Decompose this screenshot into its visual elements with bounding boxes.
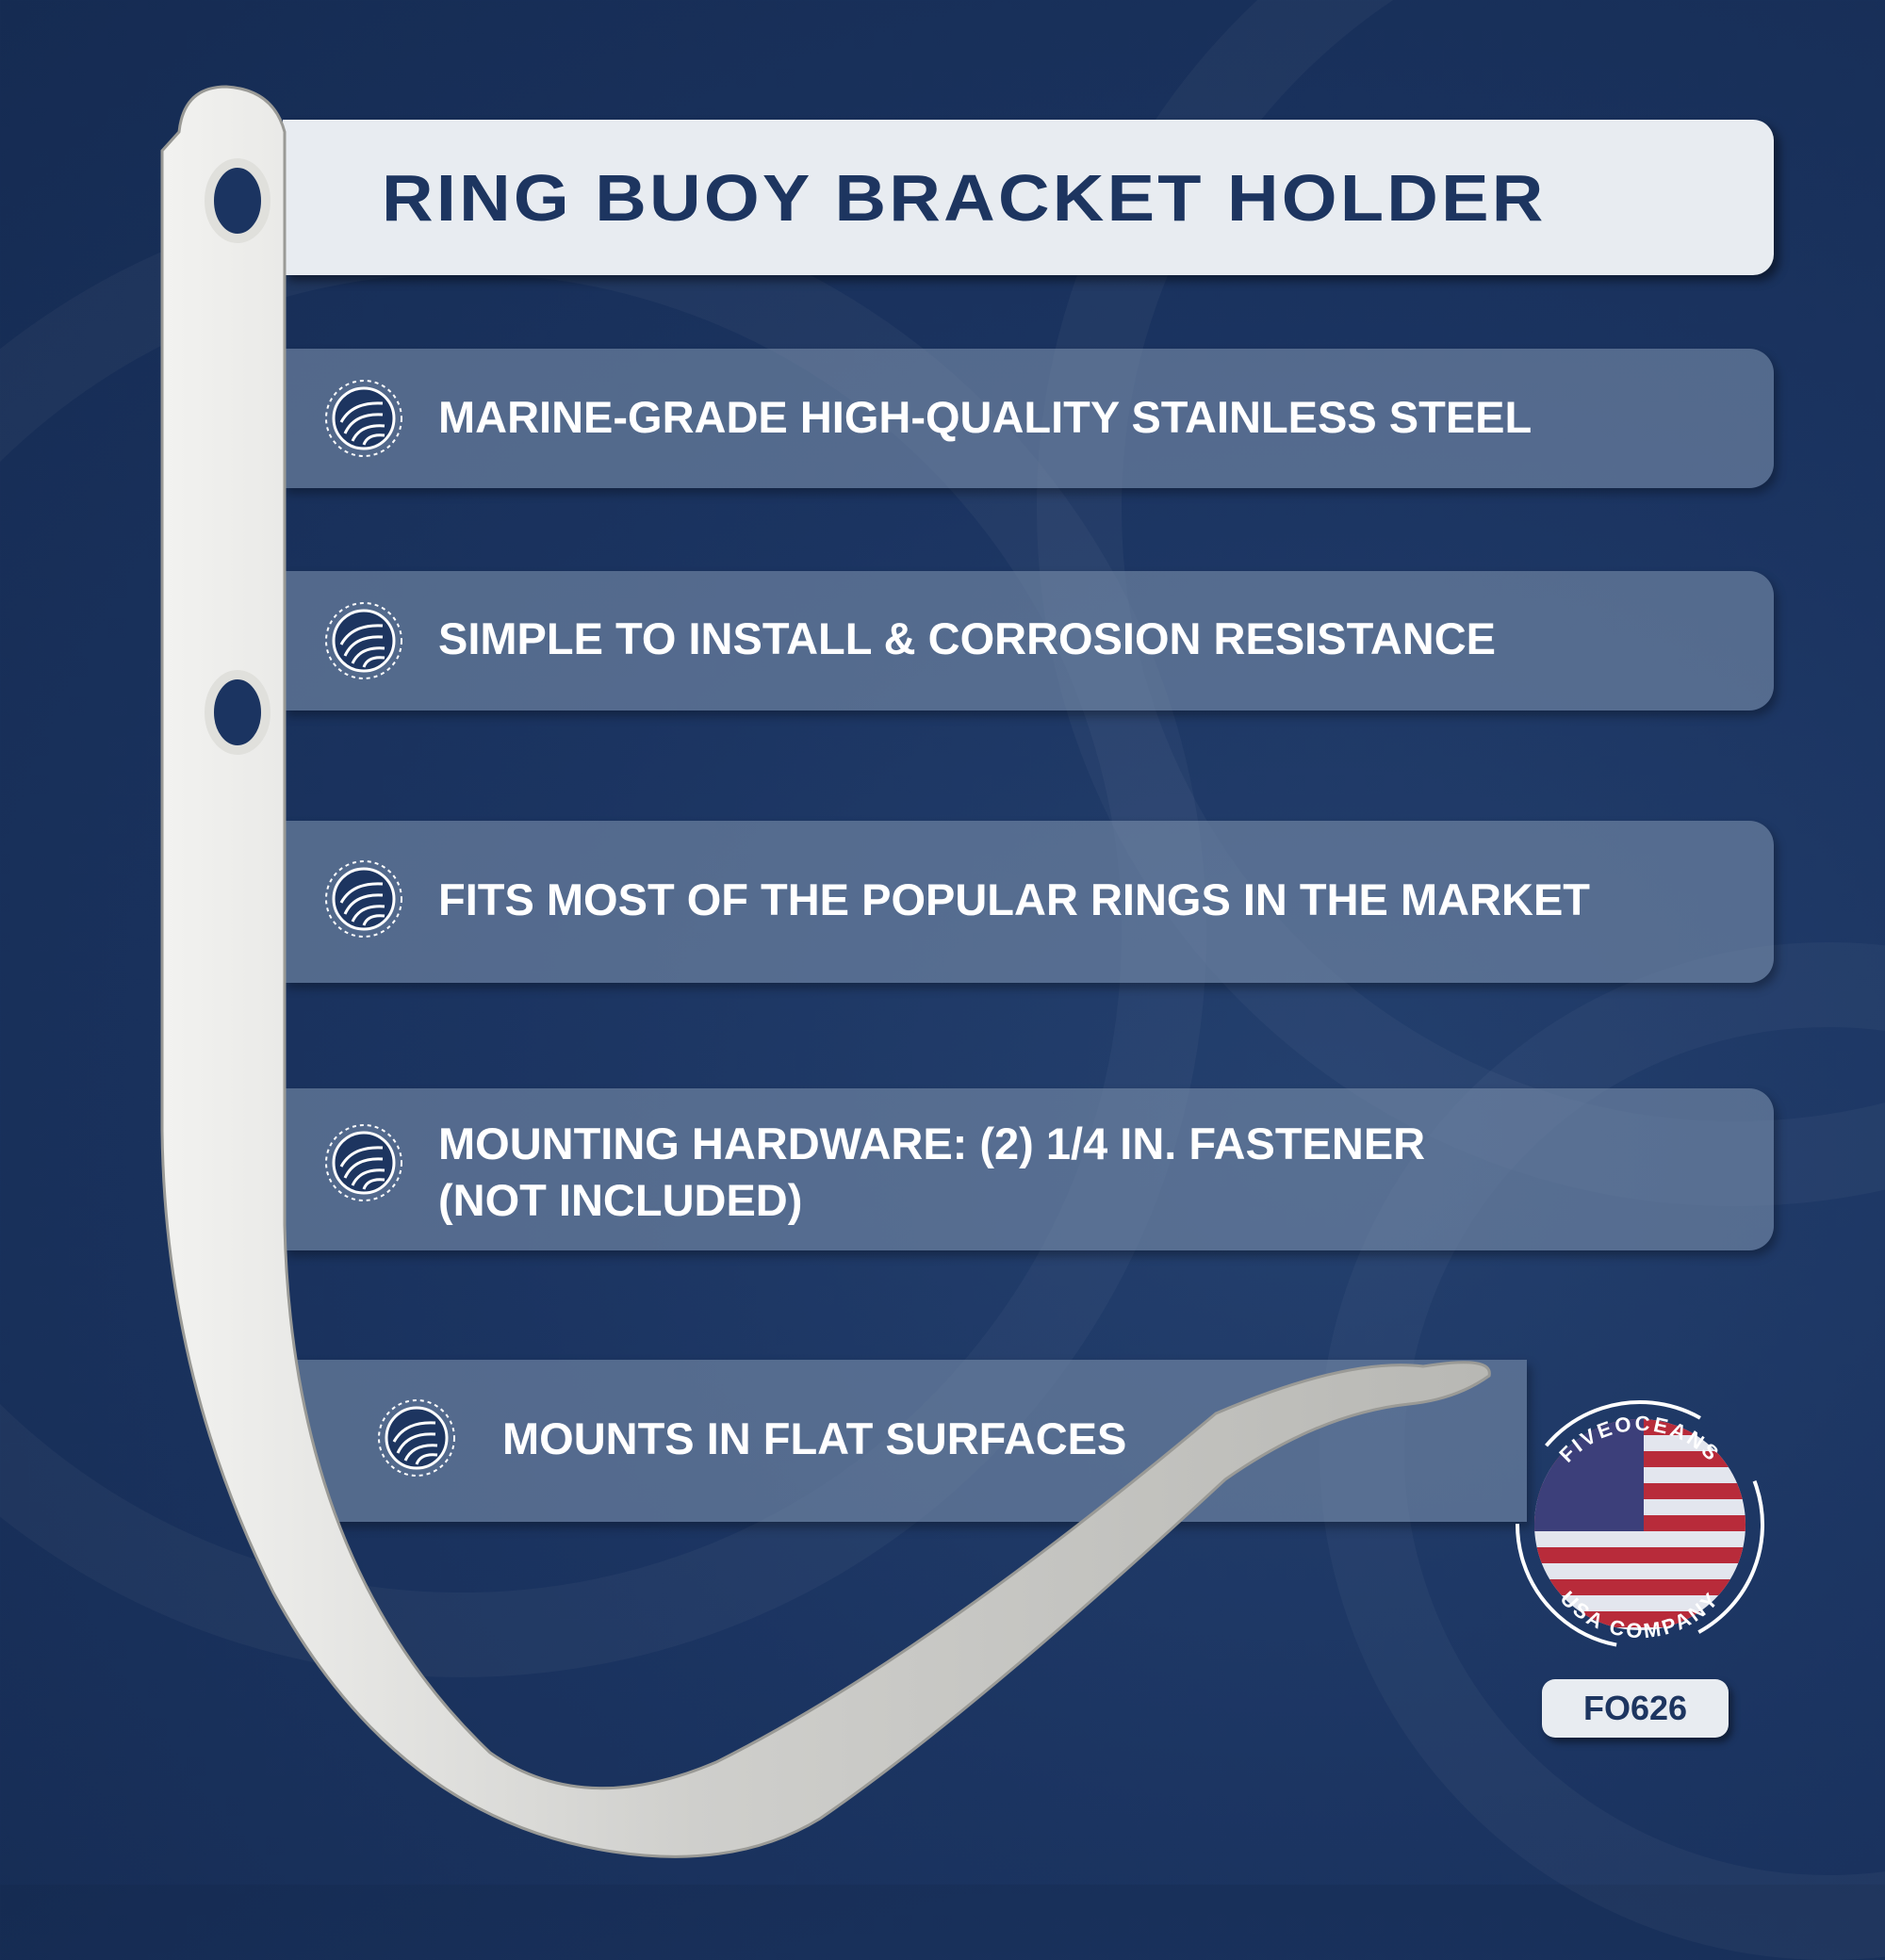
usa-company-badge: FIVEOCEANS USA COMPANY (1516, 1400, 1764, 1649)
product-code-badge: FO626 (1542, 1679, 1729, 1738)
wave-logo-icon (325, 860, 402, 938)
feature-label-4-line2: (NOT INCLUDED) (438, 1175, 803, 1225)
wave-logo-icon (378, 1399, 455, 1477)
wave-logo-icon (325, 602, 402, 679)
feature-label-4-line1: MOUNTING HARDWARE: (2) 1/4 IN. FASTENER (438, 1119, 1426, 1168)
page-title: RING BUOY BRACKET HOLDER (382, 161, 1547, 235)
feature-label-2: SIMPLE TO INSTALL & CORROSION RESISTANCE (438, 613, 1496, 663)
feature-label-1: MARINE-GRADE HIGH-QUALITY STAINLESS STEE… (438, 392, 1533, 442)
wave-logo-icon (325, 1124, 402, 1201)
feature-label-3: FITS MOST OF THE POPULAR RINGS IN THE MA… (438, 874, 1590, 924)
wave-logo-icon (325, 380, 402, 457)
feature-label-5: MOUNTS IN FLAT SURFACES (502, 1413, 1127, 1463)
